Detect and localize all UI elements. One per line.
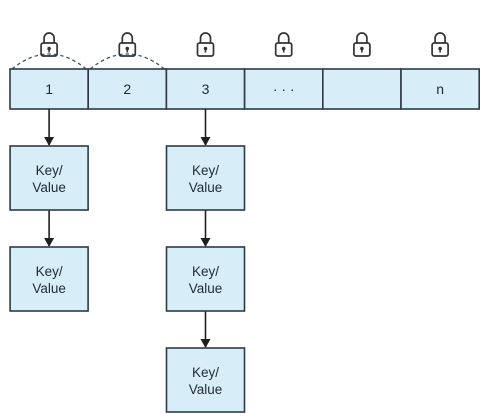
chain-edges: [44, 109, 211, 348]
lock-span-arc: [11, 53, 87, 70]
node-key-label: Key/: [36, 163, 63, 178]
padlock-icon: [118, 32, 137, 57]
bucket-cell: 1: [9, 68, 89, 110]
bucket-array: 1 2 3 · · · n: [9, 68, 480, 110]
key-value-node: Key/Value: [165, 246, 246, 312]
bucket-cell: 3: [165, 68, 246, 110]
bucket-box: [400, 68, 480, 110]
node-value-label: Value: [32, 180, 66, 195]
padlock-icon: [196, 32, 215, 57]
bucket-cell: · · ·: [243, 68, 324, 110]
bucket-box: [321, 68, 402, 110]
key-value-node: Key/Value: [9, 145, 89, 211]
node-value-label: Value: [189, 180, 223, 195]
bucket-cell: 2: [87, 68, 168, 110]
key-value-node: Key/Value: [9, 246, 89, 312]
bucket-label: 3: [202, 81, 210, 97]
padlock-icon: [431, 32, 449, 57]
bucket-label: 1: [45, 81, 53, 97]
bucket-box: [243, 68, 324, 110]
node-box: [9, 246, 89, 312]
node-box: [165, 145, 246, 211]
node-box: [165, 347, 246, 413]
bucket-cell: [321, 68, 402, 110]
node-key-label: Key/: [36, 264, 63, 279]
bucket-cell: n: [400, 68, 480, 110]
node-key-label: Key/: [192, 163, 219, 178]
chain-nodes: Key/ValueKey/ValueKey/ValueKey/ValueKey/…: [9, 145, 246, 413]
node-box: [9, 145, 89, 211]
node-value-label: Value: [189, 281, 223, 296]
bucket-box: [165, 68, 246, 110]
key-value-node: Key/Value: [165, 145, 246, 211]
key-value-node: Key/Value: [165, 347, 246, 413]
padlock-icon: [274, 32, 293, 57]
lock-arcs: [11, 53, 165, 70]
lock-span-arc: [89, 53, 165, 70]
node-key-label: Key/: [192, 264, 219, 279]
padlock-icon: [40, 32, 58, 57]
bucket-label: · · ·: [273, 81, 295, 97]
bucket-label: n: [436, 81, 444, 97]
lock-row: [40, 32, 449, 57]
node-value-label: Value: [189, 382, 223, 397]
node-key-label: Key/: [192, 365, 219, 380]
node-box: [165, 246, 246, 312]
padlock-icon: [353, 32, 371, 57]
bucket-label: 2: [123, 81, 131, 97]
node-value-label: Value: [32, 281, 66, 296]
